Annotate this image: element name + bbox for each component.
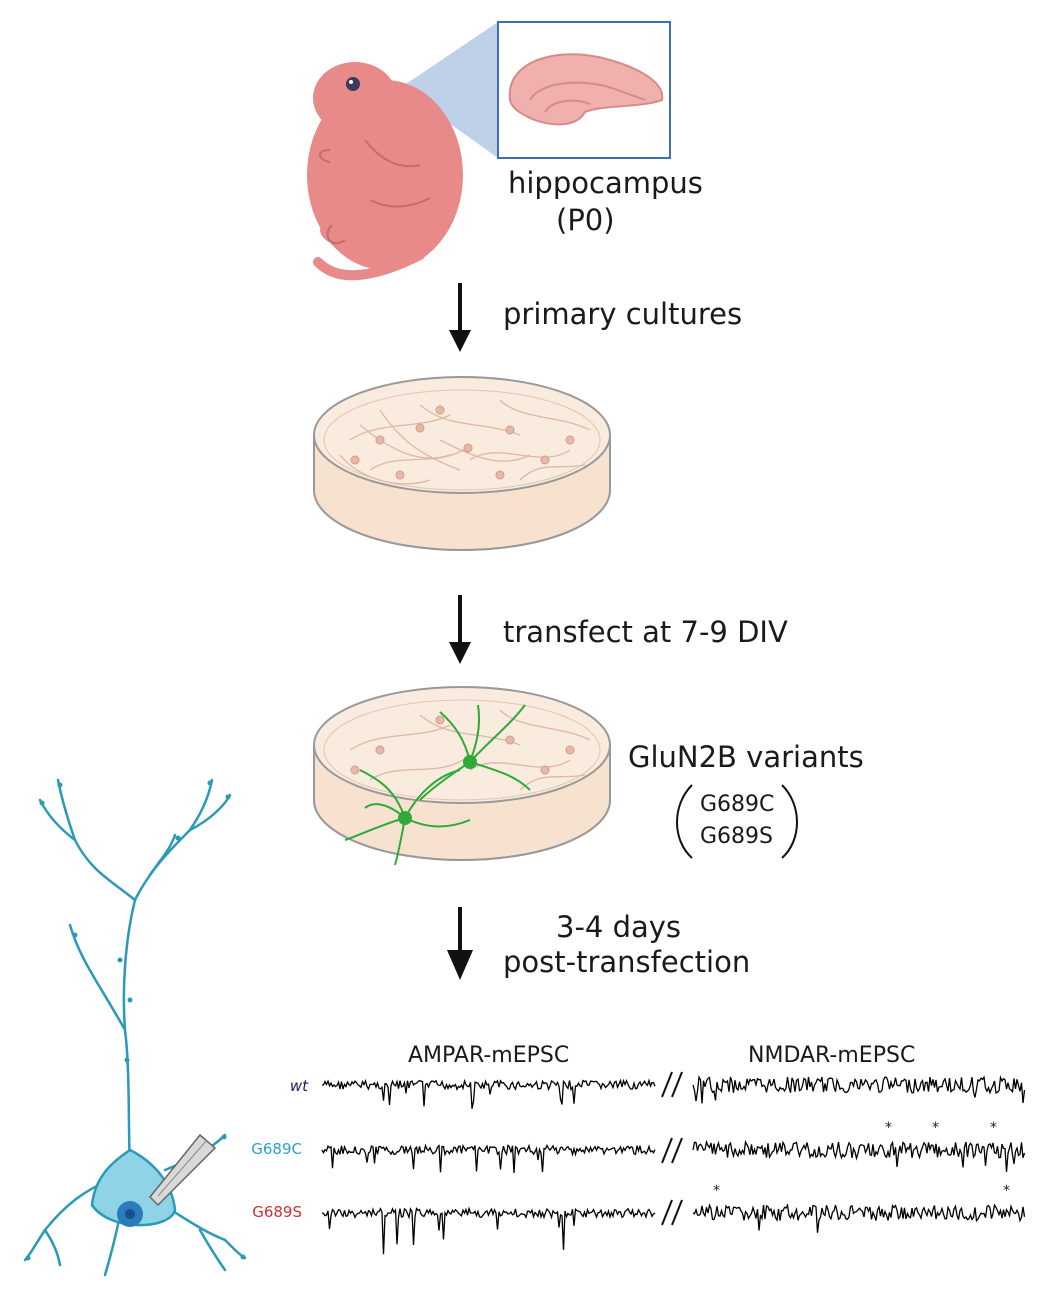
right-parenthesis [781, 784, 798, 859]
mepsc-trace [692, 1074, 1026, 1104]
row-label-g689s: G689S [252, 1203, 302, 1221]
patch-pipette [148, 1133, 217, 1207]
row-label-wt: wt [289, 1077, 308, 1095]
mepsc-trace [321, 1078, 656, 1109]
star-marker: * [713, 1183, 720, 1199]
transfected-neurons [344, 704, 531, 866]
star-marker: * [990, 1120, 997, 1136]
axis-break-marks [661, 1071, 683, 1226]
step-primary-cultures: primary cultures [503, 297, 743, 331]
star-marker: * [932, 1120, 939, 1136]
step-days-line1: 3-4 days [556, 910, 682, 944]
patched-neuron [23, 778, 247, 1277]
zoom-wedge [400, 22, 498, 158]
star-marker: * [1003, 1183, 1010, 1199]
mepsc-trace [692, 1203, 1026, 1233]
ephys-traces [321, 1074, 1026, 1255]
variant-g689c: G689C [700, 792, 775, 817]
step-days-line2: post-transfection [503, 945, 751, 979]
mepsc-trace [321, 1206, 656, 1255]
variants-title: GluN2B variants [628, 740, 864, 774]
row-label-g689c: G689C [251, 1140, 302, 1158]
mepsc-trace [321, 1143, 656, 1174]
age-label: (P0) [556, 203, 615, 237]
hippocampus-label: hippocampus [508, 166, 703, 200]
culture-dish-transfected [313, 686, 611, 866]
culture-dish-untransfected [313, 376, 611, 551]
nmdar-title: NMDAR-mEPSC [748, 1043, 916, 1068]
variant-g689s: G689S [700, 824, 774, 849]
step-transfect: transfect at 7-9 DIV [503, 615, 788, 649]
star-marker: * [885, 1120, 892, 1136]
newborn-pup [307, 62, 463, 281]
ampar-title: AMPAR-mEPSC [408, 1043, 570, 1068]
hippocampus-slice [508, 53, 664, 126]
mepsc-trace [692, 1139, 1026, 1172]
left-parenthesis [676, 784, 693, 859]
